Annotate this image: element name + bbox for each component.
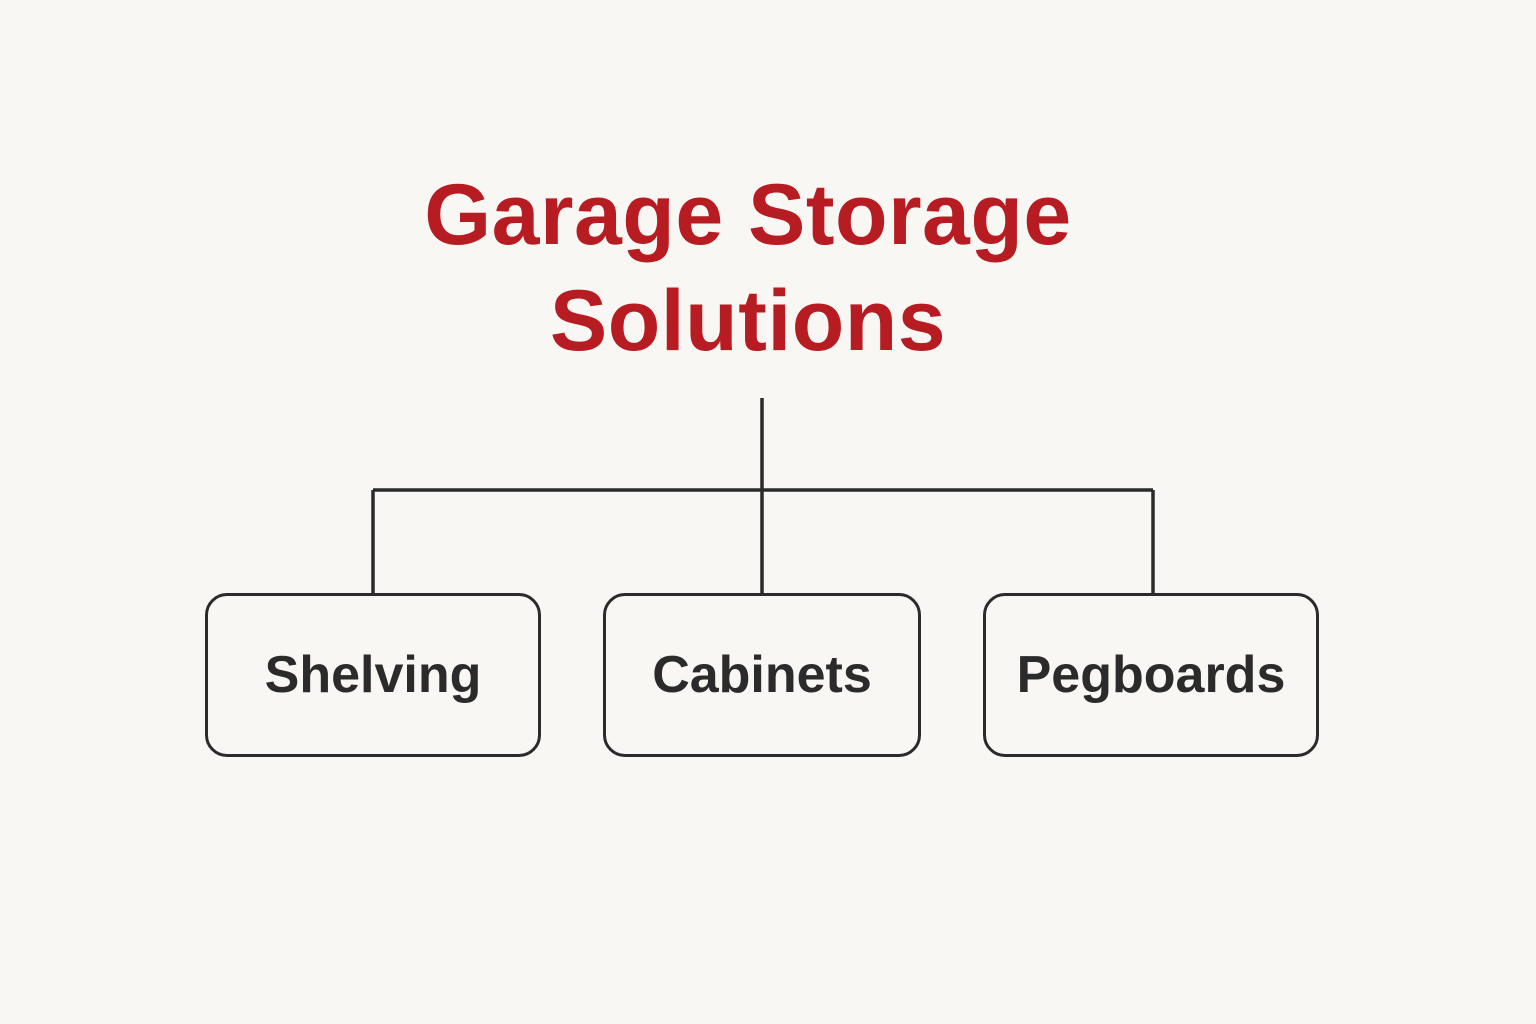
node-label-cabinets: Cabinets — [652, 646, 872, 704]
node-cabinets: Cabinets — [603, 593, 921, 757]
node-label-pegboards: Pegboards — [1016, 646, 1286, 704]
node-shelving: Shelving — [205, 593, 541, 757]
title-line-2: Solutions — [549, 273, 947, 369]
diagram-title: Garage Storage Solutions — [268, 162, 1228, 374]
title-line-1: Garage Storage — [424, 167, 1072, 263]
node-pegboards: Pegboards — [983, 593, 1319, 757]
node-label-shelving: Shelving — [264, 646, 482, 704]
